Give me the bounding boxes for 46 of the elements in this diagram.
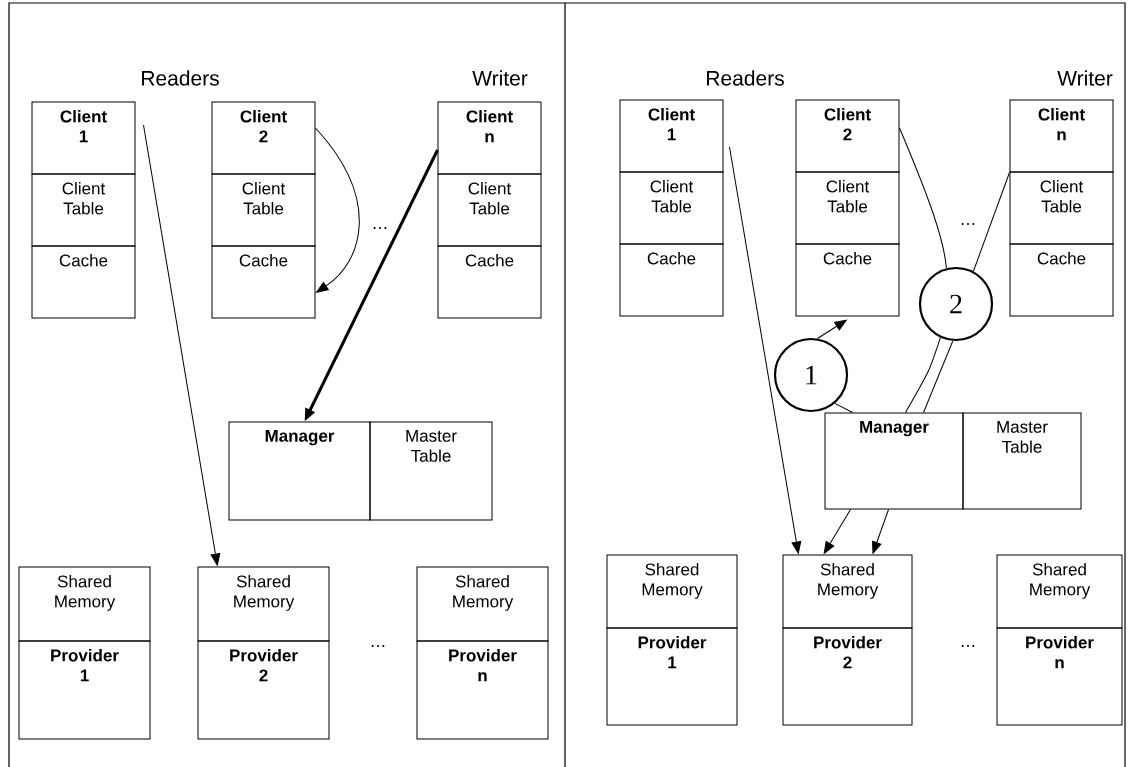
cache-cell: Cache: [795, 243, 900, 317]
table-cell: Client Table: [211, 173, 316, 247]
arrow: [315, 127, 360, 293]
client-name-cell: Client n: [1009, 99, 1114, 173]
arrow: [729, 146, 802, 554]
memory-cell: Shared Memory: [782, 554, 913, 629]
table-cell: Client Table: [619, 171, 724, 245]
client-name-cell: Client n: [437, 101, 542, 175]
memory-cell: Shared Memory: [606, 554, 738, 629]
arrow: [816, 319, 847, 339]
memory-cell: Shared Memory: [416, 566, 549, 642]
client-name-cell: Client 2: [211, 101, 316, 175]
client-name-cell: Client 1: [31, 101, 136, 175]
ellipsis: …: [373, 227, 387, 229]
client-name-cell: Client 2: [795, 99, 900, 173]
provider-cell: Provider n: [416, 640, 549, 740]
ellipsis: …: [371, 645, 385, 647]
memory-cell: Shared Memory: [18, 566, 151, 642]
group-heading: Readers: [142, 70, 219, 86]
table-cell: Client Table: [437, 173, 542, 247]
provider-cell: Provider n: [996, 627, 1123, 726]
provider-cell: Provider 2: [782, 627, 913, 726]
cache-cell: Cache: [31, 245, 136, 319]
table-cell: Client Table: [1009, 171, 1114, 245]
table-cell: Client Table: [795, 171, 900, 245]
group-heading: Readers: [707, 70, 784, 86]
provider-cell: Provider 1: [606, 627, 738, 726]
memory-cell: Shared Memory: [996, 554, 1123, 629]
cache-cell: Cache: [211, 245, 316, 319]
table-cell: Client Table: [31, 173, 136, 247]
arrow: [872, 509, 889, 554]
provider-cell: Provider 1: [18, 640, 151, 740]
provider-cell: Provider 2: [197, 640, 330, 740]
ellipsis: …: [961, 645, 975, 647]
cache-cell: Cache: [1009, 243, 1114, 317]
client-name-cell: Client 1: [619, 99, 724, 173]
memory-cell: Shared Memory: [197, 566, 330, 642]
arrow: [143, 124, 221, 566]
ellipsis: …: [961, 223, 975, 225]
arrow: [823, 509, 851, 554]
table-cell: Master Table: [369, 421, 493, 521]
table-cell: Master Table: [962, 412, 1082, 510]
manager-cell: Manager: [824, 412, 964, 510]
cache-cell: Cache: [619, 243, 724, 317]
cache-cell: Cache: [437, 245, 542, 319]
manager-cell: Manager: [228, 421, 371, 521]
